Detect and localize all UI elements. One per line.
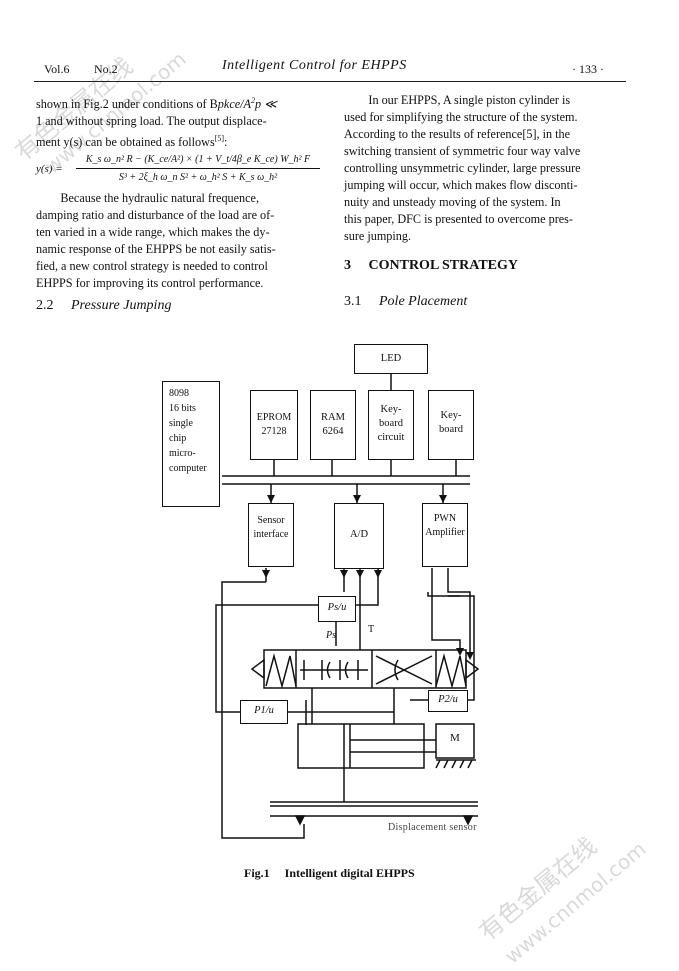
right-para-line1: In our EHPPS, A single piston cylinder i… — [368, 93, 571, 107]
header-rule — [34, 81, 626, 82]
right-para-line8: this paper, DFC is presented to overcome… — [344, 212, 573, 226]
para2-line4: namic response of the EHPPS be not easil… — [36, 242, 276, 257]
ps-u-label: Ps/u — [327, 602, 347, 613]
kbc-line3: circuit — [377, 432, 405, 443]
right-column: In our EHPPS, A single piston cylinder i… — [344, 92, 626, 245]
keyboard-circuit-box: Key- board circuit — [368, 390, 414, 460]
kb-line2: board — [439, 424, 463, 435]
micro-line3: single — [169, 418, 193, 429]
kbc-line2: board — [379, 418, 403, 429]
para2-line3: ten varied in a wide range, which makes … — [36, 225, 270, 240]
m-label: M — [450, 732, 460, 744]
formula: y(s) = K_s ω_n² R − (K_ce/A²) × (1 + V_t… — [36, 152, 320, 186]
section-2-2: 2.2 Pressure Jumping — [36, 298, 171, 314]
p2-u-label: P2/u — [438, 694, 458, 705]
right-para-line5: controlling unsymmetric cylinder, large … — [344, 161, 581, 175]
running-title: Intelligent Control for EHPPS — [222, 58, 407, 73]
pwn-line1: PWN — [433, 513, 457, 524]
right-para-line3: According to the results of reference[5]… — [344, 127, 571, 141]
t-label: T — [368, 624, 375, 635]
issue: No.2 — [94, 62, 118, 76]
right-para-line7: nuity and unsteady moving of the system.… — [344, 195, 561, 209]
eprom-label: EPROM — [256, 412, 292, 423]
para2-line1: Because the hydraulic natural frequence, — [60, 191, 260, 206]
sensor-interface-box: Sensor interface — [248, 503, 294, 567]
right-para-line9: sure jumping. — [344, 229, 412, 243]
volume: Vol.6 — [44, 62, 70, 76]
para2-line6: EHPPS for improving its control performa… — [36, 276, 264, 291]
left-column: shown in Fig.2 under conditions of Bpkce… — [36, 92, 320, 292]
micro-line1: 8098 — [169, 388, 189, 399]
keyboard-box: Key- board — [428, 390, 474, 460]
p1-u-label: P1/u — [254, 705, 274, 716]
sensor-if-line1: Sensor — [257, 515, 285, 526]
displacement-sensor-label: Displacement sensor — [388, 822, 477, 833]
p1-u-box: P1/u — [240, 700, 288, 724]
micro-line4: chip — [169, 433, 187, 444]
micro-line5: micro- — [169, 448, 196, 459]
section-3-1: 3.1 Pole Placement — [344, 294, 467, 310]
section-3-1-title: Pole Placement — [379, 294, 468, 309]
ad-label: A/D — [349, 529, 369, 540]
pwn-amplifier-box: PWN Amplifier — [422, 503, 468, 567]
ad-box: A/D — [334, 503, 384, 569]
formula-denominator: S³ + 2ξ_h ω_n S² + ω_h² S + K_s ω_h² — [118, 172, 278, 184]
right-para-line4: switching transient of symmetric four wa… — [344, 144, 581, 158]
para1-line1: shown in Fig.2 under conditions of Bpkce… — [36, 96, 277, 112]
para1-line3: ment y(s) can be obtained as follows[5]: — [36, 134, 228, 150]
para2-line2: damping ratio and disturbance of the loa… — [36, 208, 275, 223]
section-2-2-number: 2.2 — [36, 298, 54, 313]
section-3-number: 3 — [344, 258, 351, 273]
para1-line2: 1 and without spring load. The output di… — [36, 114, 267, 129]
section-3-1-number: 3.1 — [344, 294, 362, 309]
micro-line2: 16 bits — [169, 403, 196, 414]
ram-box: RAM 6264 — [310, 390, 356, 460]
kb-line1: Key- — [440, 410, 462, 421]
formula-fraction-bar — [76, 168, 320, 170]
ram-label: RAM — [321, 412, 345, 423]
kbc-line1: Key- — [380, 404, 402, 415]
figure-caption-title: Intelligent digital EHPPS — [284, 866, 415, 880]
p2-u-box: P2/u — [428, 690, 468, 712]
section-3-title: CONTROL STRATEGY — [368, 258, 519, 273]
eprom-box: EPROM 27128 — [250, 390, 298, 460]
page-number: · 133 · — [572, 62, 604, 76]
microcomputer-box: 8098 16 bits single chip micro- computer — [162, 381, 220, 507]
pwn-line2: Amplifier — [425, 527, 465, 538]
led-box: LED — [354, 344, 428, 374]
led-label: LED — [380, 353, 402, 364]
right-para-line2: used for simplifying the structure of th… — [344, 110, 578, 124]
right-para-line6: jumping will occur, which makes flow dis… — [344, 178, 578, 192]
ps-label: Ps — [326, 630, 336, 641]
section-2-2-title: Pressure Jumping — [71, 298, 172, 313]
micro-line6: computer — [169, 463, 207, 474]
para2-line5: fied, a new control strategy is needed t… — [36, 259, 268, 274]
section-3: 3 CONTROL STRATEGY — [344, 258, 518, 274]
sensor-if-line2: interface — [253, 529, 289, 540]
formula-lhs: y(s) = — [36, 163, 63, 176]
formula-numerator: K_s ω_n² R − (K_ce/A²) × (1 + V_t/4β_e K… — [85, 154, 311, 166]
ps-u-box: Ps/u — [318, 596, 356, 622]
figure-caption-number: Fig.1 — [244, 866, 270, 880]
ram-model: 6264 — [322, 426, 344, 437]
eprom-model: 27128 — [261, 426, 287, 437]
figure-caption: Fig.1 Intelligent digital EHPPS — [244, 866, 415, 881]
